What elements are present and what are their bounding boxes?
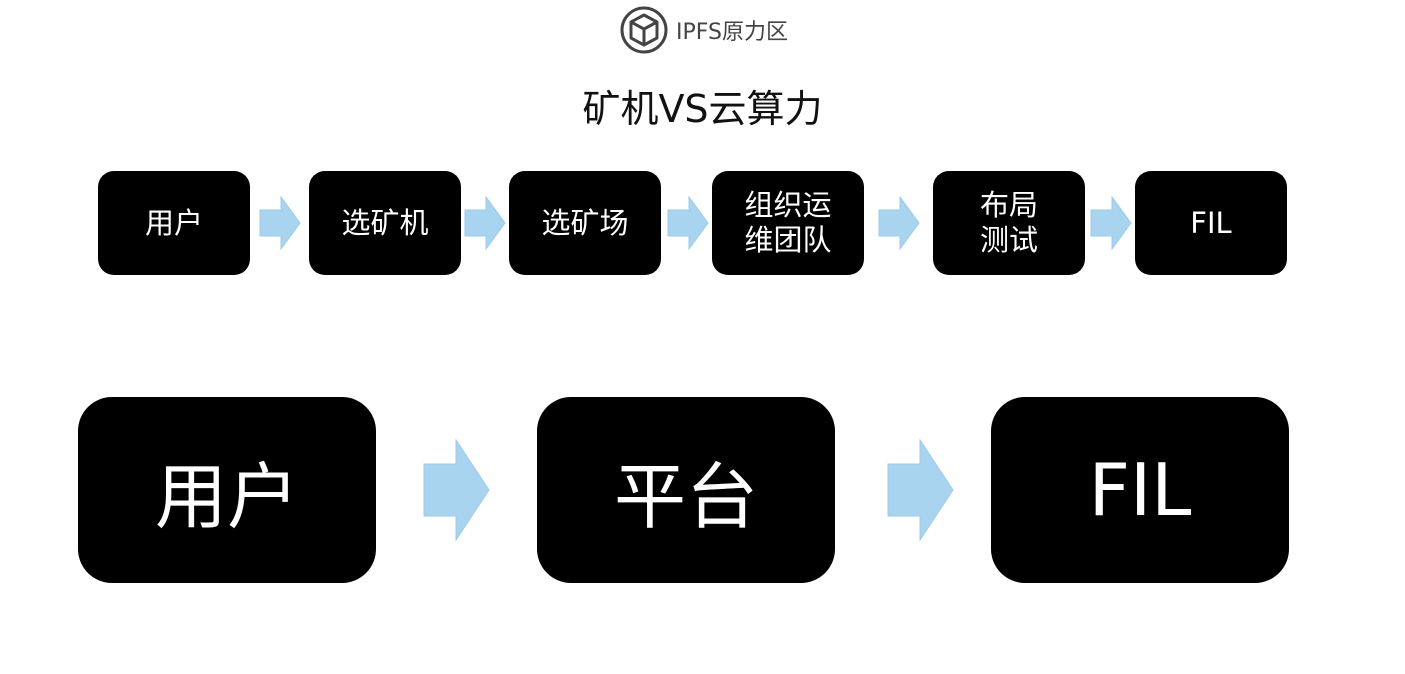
top-step-label: 组织运 维团队: [744, 188, 832, 257]
flow-arrow-icon: [464, 196, 506, 250]
top-step-user: 用户: [98, 171, 250, 275]
top-step-label: 布局 测试: [979, 188, 1038, 257]
flow-arrow-icon: [1090, 196, 1132, 250]
flow-arrow-icon: [259, 196, 301, 250]
flow-arrow-icon: [667, 196, 709, 250]
top-step-select-miner: 选矿机: [309, 171, 461, 275]
bottom-step-label: 平台: [613, 454, 758, 539]
bottom-step-label: 用户: [154, 454, 299, 539]
top-step-fil: FIL: [1135, 171, 1287, 275]
top-step-layout-test: 布局 测试: [933, 171, 1085, 275]
bottom-step-platform: 平台: [537, 397, 835, 583]
page-title: 矿机VS云算力: [582, 87, 823, 131]
bottom-step-label: FIL: [1088, 448, 1192, 532]
top-step-ops-team: 组织运 维团队: [712, 171, 864, 275]
logo-text: IPFS原力区: [676, 20, 788, 45]
bottom-step-user: 用户: [78, 397, 376, 583]
flow-arrow-icon: [887, 439, 954, 541]
cube-hexagon-icon: [620, 6, 668, 54]
top-step-select-farm: 选矿场: [509, 171, 661, 275]
flow-arrow-icon: [423, 439, 490, 541]
top-step-label: 选矿场: [541, 205, 629, 240]
top-step-label: 用户: [144, 205, 203, 240]
bottom-step-fil: FIL: [991, 397, 1289, 583]
logo: IPFS原力区: [620, 6, 788, 54]
top-step-label: FIL: [1190, 205, 1232, 240]
top-step-label: 选矿机: [341, 205, 429, 240]
flow-arrow-icon: [878, 196, 920, 250]
